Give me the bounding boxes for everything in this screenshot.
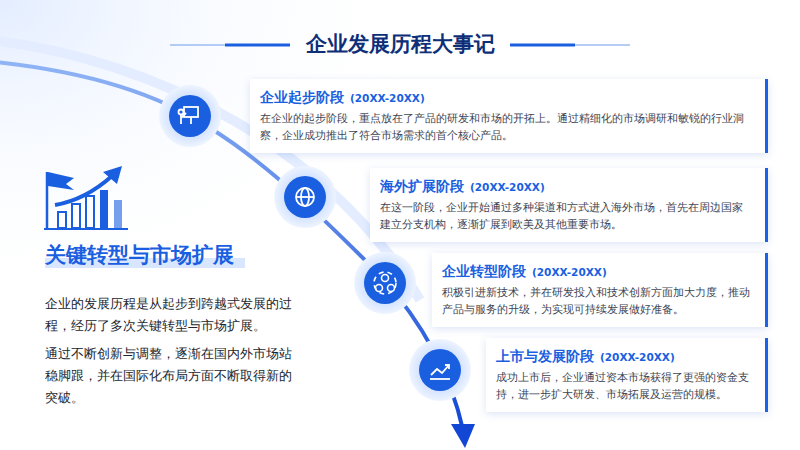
stage-name: 企业转型阶段 [442,263,526,279]
milestone-card: 上市与发展阶段 (20XX-20XX) 成功上市后，企业通过资本市场获得了更强的资金… [486,338,768,412]
stage-period: (20XX-20XX) [600,351,675,363]
card-heading-row: 企业转型阶段 (20XX-20XX) [442,261,751,281]
milestone-card: 企业转型阶段 (20XX-20XX) 积极引进新技术，并在研发投入和技术创新方面加大… [432,253,768,327]
stage-period: (20XX-20XX) [532,266,607,278]
stage-name: 海外扩展阶段 [380,178,464,194]
stage-name: 企业起步阶段 [260,89,344,105]
milestone-card: 企业起步阶段 (20XX-20XX) 在企业的起步阶段，重点放在了产品的研发和市场的… [250,79,768,153]
stage-description: 积极引进新技术，并在研发投入和技术创新方面加大力度，推动产品与服务的升级，为实现… [442,284,751,318]
stage-period: (20XX-20XX) [350,92,425,104]
growth-icon [44,166,128,229]
stage-name: 上市与发展阶段 [496,348,594,364]
intro-paragraph: 企业的发展历程是从起步到跨越式发展的过程，经历了多次关键转型与市场扩展。 [45,293,293,337]
page-title: 企业发展历程大事记 [250,30,550,58]
card-heading-row: 上市与发展阶段 (20XX-20XX) [496,346,751,366]
timeline-arrowhead [451,424,475,448]
milestone-card: 海外扩展阶段 (20XX-20XX) 在这一阶段，企业开始通过多种渠道和方式进入海外… [370,168,768,242]
stage-period: (20XX-20XX) [470,181,545,193]
stage-description: 成功上市后，企业通过资本市场获得了更强的资金支持，进一步扩大研发、市场拓展及运营… [496,369,751,403]
stage-description: 在这一阶段，企业开始通过多种渠道和方式进入海外市场，首先在周边国家建立分支机构，… [380,199,751,233]
stage-description: 在企业的起步阶段，重点放在了产品的研发和市场的开拓上。通过精细化的市场调研和敏锐… [260,110,751,144]
section-heading: 关键转型与市场扩展 [45,241,234,269]
card-heading-row: 企业起步阶段 (20XX-20XX) [260,87,751,107]
intro-paragraph: 通过不断创新与调整，逐渐在国内外市场站稳脚跟，并在国际化布局方面不断取得新的突破… [45,343,293,409]
card-heading-row: 海外扩展阶段 (20XX-20XX) [380,176,751,196]
